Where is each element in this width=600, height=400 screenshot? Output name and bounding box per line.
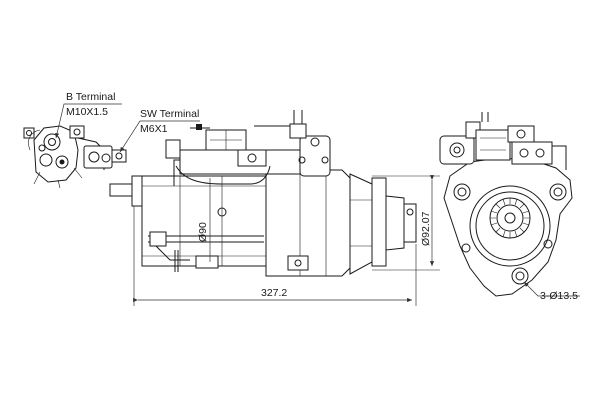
pilot-diameter-label: Ø92.07	[420, 211, 432, 246]
overall-length-label: 327.2	[261, 287, 287, 299]
front-view	[439, 112, 573, 297]
body-diameter-label: Ø90	[197, 222, 209, 242]
sw-terminal-label: SW Terminal	[140, 108, 199, 120]
mounting-holes-callout: 3-Ø13.5	[523, 281, 580, 302]
b-terminal-callout: B Terminal M10X1.5	[55, 91, 122, 139]
overall-length-dimension: 327.2	[133, 206, 417, 306]
terminal-detail-view	[23, 125, 127, 189]
side-view	[109, 110, 417, 277]
b-terminal-spec: M10X1.5	[66, 106, 108, 118]
mounting-holes-label: 3-Ø13.5	[540, 290, 578, 302]
pilot-diameter-dimension: Ø92.07	[372, 175, 440, 271]
b-terminal-label: B Terminal	[66, 91, 115, 103]
body-diameter-dimension: Ø90	[197, 178, 211, 262]
sw-terminal-spec: M6X1	[140, 123, 168, 135]
sw-terminal-callout: SW Terminal M6X1	[119, 108, 200, 153]
